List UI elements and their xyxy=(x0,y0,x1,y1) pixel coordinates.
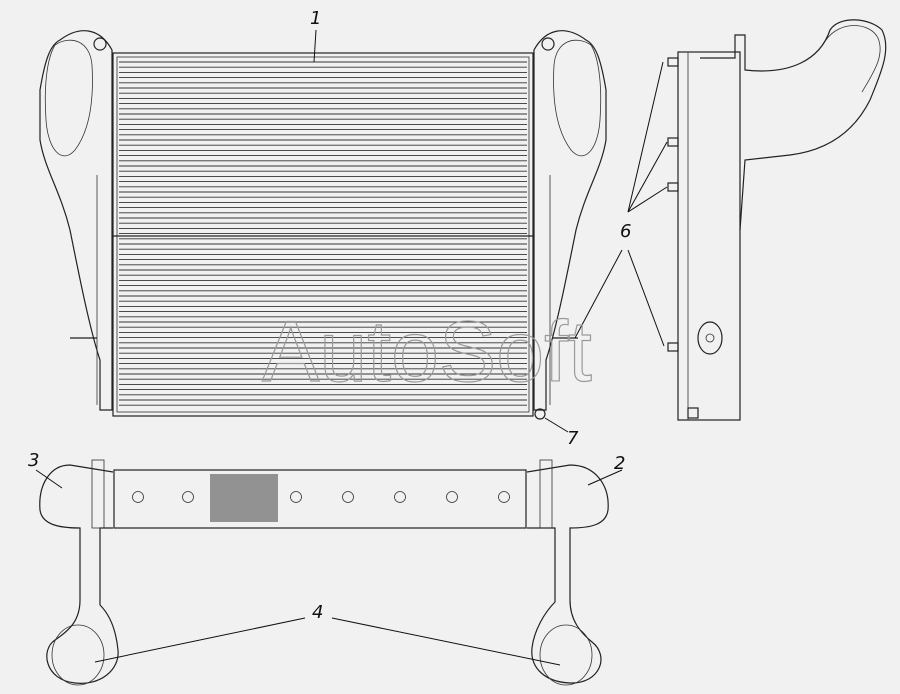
top-core-holes xyxy=(132,491,510,503)
core-hole xyxy=(182,491,194,503)
leader-3 xyxy=(35,469,63,489)
side-bolt-2 xyxy=(667,137,679,147)
callout-7: 7 xyxy=(567,428,579,449)
right-tank-outlet xyxy=(553,39,602,157)
callout-1: 1 xyxy=(310,8,321,29)
leader-6b xyxy=(627,141,668,213)
right-pipe-mouth xyxy=(539,624,593,686)
core-fins xyxy=(119,61,527,406)
side-core xyxy=(677,51,741,421)
left-pipe-mouth xyxy=(51,624,105,686)
leader-6a xyxy=(627,61,664,213)
callout-4: 4 xyxy=(312,602,323,623)
side-drain-hole xyxy=(705,333,715,343)
callout-3: 3 xyxy=(28,450,39,471)
leader-4a xyxy=(94,617,306,663)
leader-6e xyxy=(627,249,665,347)
core-inner-frame xyxy=(116,56,530,413)
leader-2 xyxy=(587,469,623,486)
left-pipe-flange xyxy=(91,459,105,529)
core-hole xyxy=(498,491,510,503)
side-bolt-1 xyxy=(667,57,679,67)
core-hole xyxy=(342,491,354,503)
top-core-cutaway xyxy=(210,474,278,522)
leader-6c xyxy=(627,186,668,213)
side-duct xyxy=(700,19,887,231)
leader-6d xyxy=(574,249,623,339)
leader-7 xyxy=(544,417,569,433)
side-view xyxy=(667,19,887,421)
right-mount-lug xyxy=(541,37,555,51)
core-hole xyxy=(446,491,458,503)
leader-4b xyxy=(331,617,561,666)
leader-lines xyxy=(35,29,668,666)
watermark: AutoSoft xyxy=(262,304,592,400)
left-tank-outlet xyxy=(44,39,93,157)
side-bolt-3 xyxy=(667,182,679,192)
left-tank xyxy=(39,30,113,411)
left-pipe xyxy=(39,464,119,684)
side-drain-boss xyxy=(697,321,723,355)
front-view xyxy=(39,30,607,420)
core-hole xyxy=(394,491,406,503)
core-hole xyxy=(132,491,144,503)
right-pipe xyxy=(526,464,609,684)
leader-1 xyxy=(313,29,317,63)
side-foot xyxy=(687,407,699,419)
left-mount-lug xyxy=(93,37,107,51)
right-tank xyxy=(533,30,607,411)
core-frame xyxy=(112,52,534,417)
core-hole xyxy=(290,491,302,503)
top-core xyxy=(113,469,527,529)
side-bolt-4 xyxy=(667,342,679,352)
right-pipe-flange xyxy=(539,459,553,529)
side-duct-inner xyxy=(825,25,881,93)
callout-2: 2 xyxy=(614,453,625,474)
top-view xyxy=(39,459,609,686)
drain-plug xyxy=(534,408,546,420)
callout-6: 6 xyxy=(620,221,631,242)
